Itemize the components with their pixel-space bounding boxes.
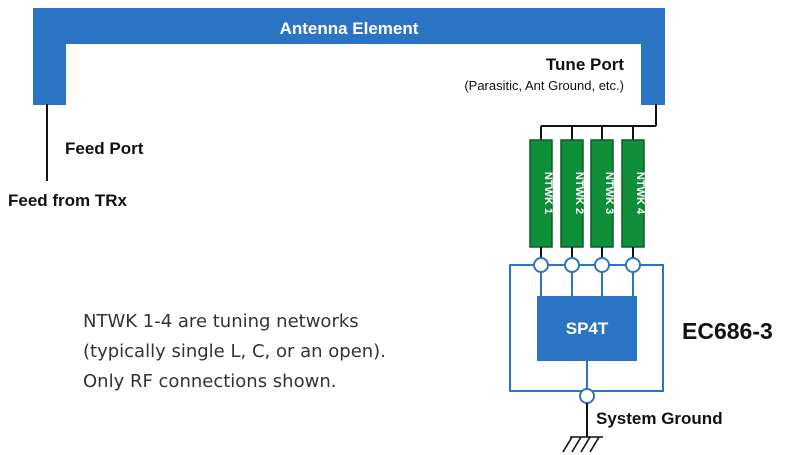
port-1	[533, 257, 549, 273]
network-3: NTWK 3	[590, 139, 615, 248]
port-ground	[579, 388, 595, 404]
sp4t-switch	[537, 296, 637, 361]
antenna-right-leg	[641, 8, 665, 105]
antenna-element-bar	[33, 8, 665, 44]
switch-routing	[540, 272, 634, 389]
network-1: NTWK 1	[529, 139, 554, 248]
feed-from-label: Feed from TRx	[8, 191, 128, 210]
network-4-label: NTWK 4	[634, 172, 646, 215]
port-4	[625, 257, 641, 273]
port-2	[564, 257, 580, 273]
tune-port-label: Tune Port	[546, 55, 624, 74]
network-port-wires	[540, 247, 634, 258]
sp4t-label: SP4T	[566, 319, 609, 338]
network-3-label: NTWK 3	[603, 172, 615, 214]
tune-port-wiring	[540, 104, 657, 140]
system-ground-label: System Ground	[596, 409, 723, 428]
ground-symbol-icon	[562, 436, 603, 453]
antenna-element-label: Antenna Element	[280, 19, 419, 38]
feed-port-label: Feed Port	[65, 139, 144, 158]
note-line-2: (typically single L, C, or an open).	[83, 341, 386, 362]
tune-port-sublabel: (Parasitic, Ant Ground, etc.)	[464, 78, 624, 93]
network-1-label: NTWK 1	[542, 172, 554, 214]
part-label: EC686-3	[682, 318, 773, 344]
port-3	[594, 257, 610, 273]
note-line-1: NTWK 1-4 are tuning networks	[83, 311, 359, 332]
antenna-left-leg	[33, 8, 66, 105]
network-4: NTWK 4	[621, 139, 646, 248]
network-2-label: NTWK 2	[573, 172, 585, 214]
antenna-element	[33, 8, 665, 105]
note-line-3: Only RF connections shown.	[83, 371, 336, 392]
network-2: NTWK 2	[560, 139, 585, 248]
